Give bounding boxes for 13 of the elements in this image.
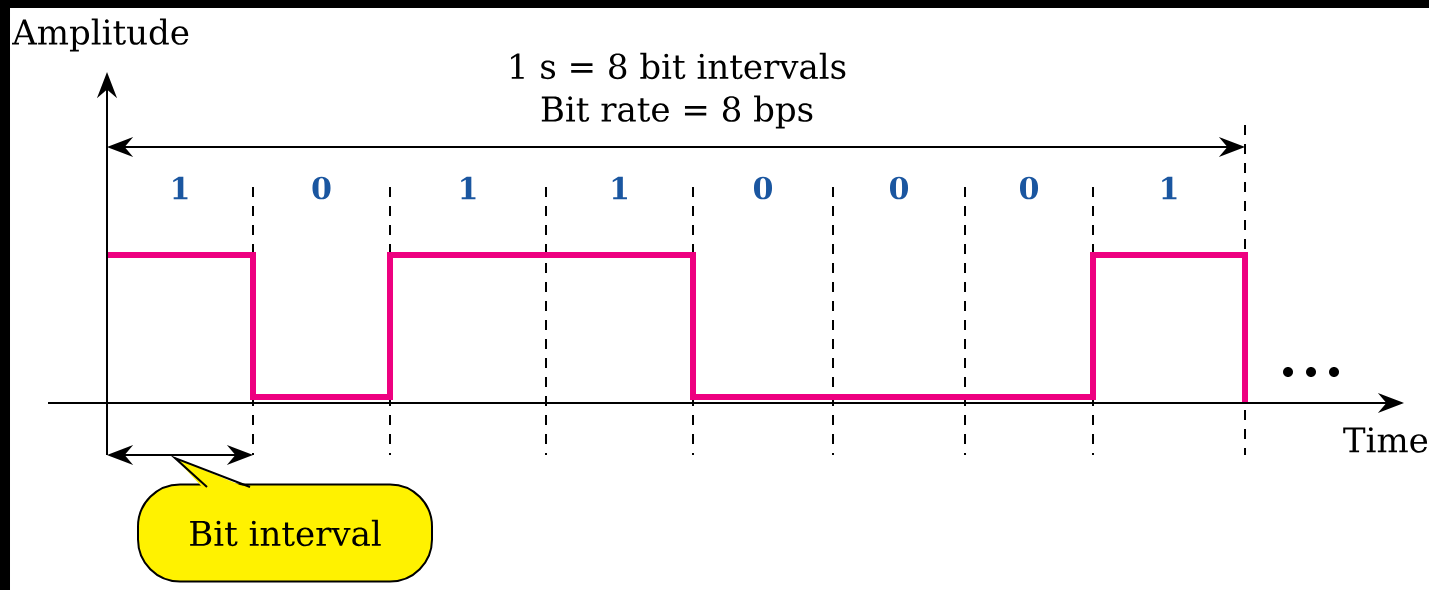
callout-bubble: Bit interval: [137, 455, 433, 583]
bit-value: 0: [890, 176, 909, 200]
axis-label: Amplitude: [12, 18, 189, 52]
heading-text: Bit rate = 8 bps: [541, 95, 813, 129]
bit-value: 0: [1020, 176, 1039, 200]
axis-label: Time: [1343, 427, 1428, 453]
bit-value: 0: [754, 176, 773, 200]
bit-value: 1: [461, 176, 476, 200]
heading-text: 1 s = 8 bit intervals: [511, 52, 846, 80]
bit-value: 1: [612, 176, 627, 200]
bit-value: 1: [173, 176, 188, 200]
bit-value: 0: [312, 176, 331, 200]
bit-value: 1: [1162, 176, 1177, 200]
